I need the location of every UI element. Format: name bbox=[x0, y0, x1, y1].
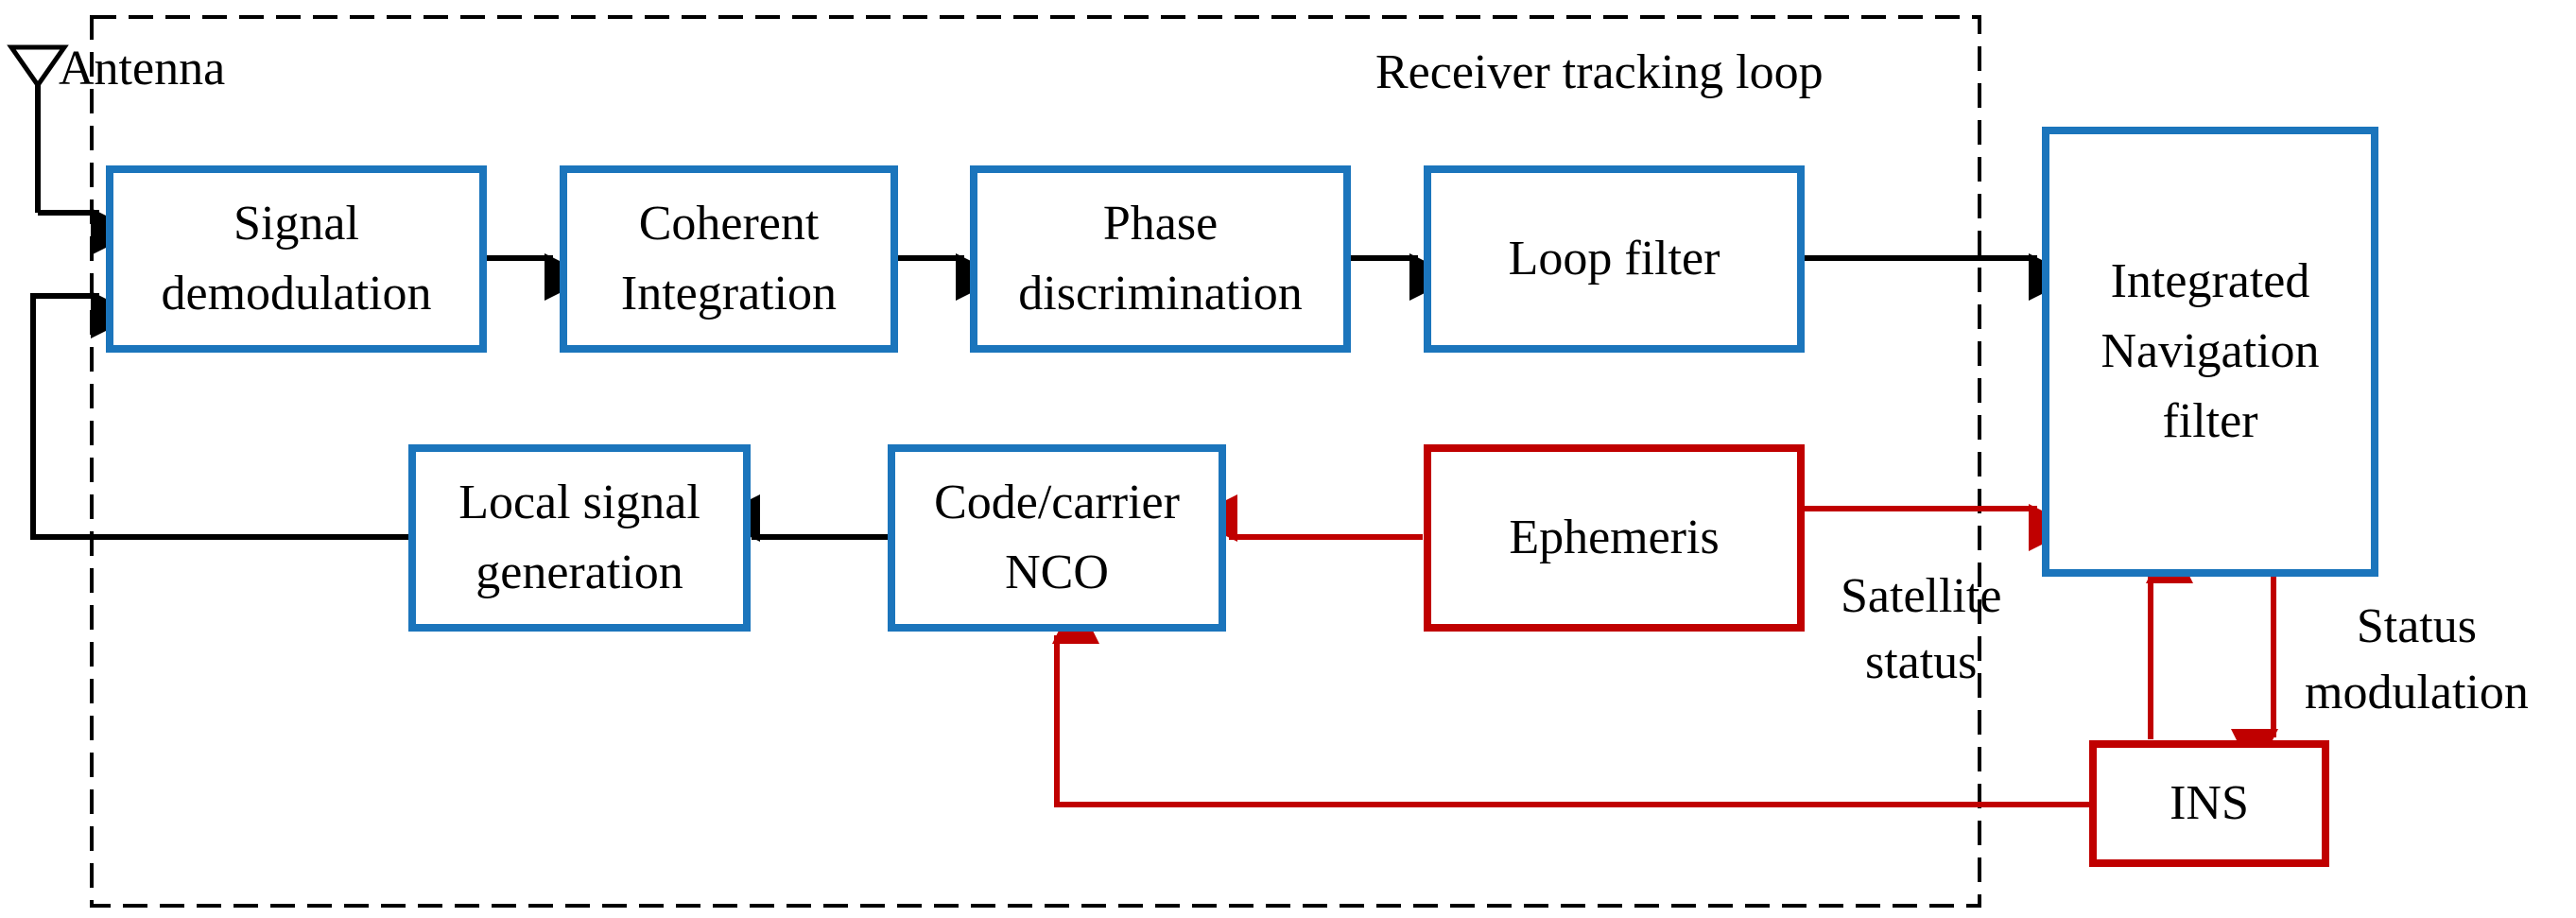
local-signal-generation-block: Local signal generation bbox=[408, 444, 751, 632]
code-carrier-nco-block: Code/carrier NCO bbox=[888, 444, 1226, 632]
status-modulation-label: Status modulation bbox=[2305, 599, 2529, 720]
ins-block: INS bbox=[2089, 740, 2329, 867]
phase-discrimination-block: Phase discrimination bbox=[970, 165, 1351, 353]
signal-demodulation-block: Signal demodulation bbox=[106, 165, 487, 353]
arrow-local-signal-feedback bbox=[30, 291, 411, 540]
receiver-loop-boundary bbox=[90, 15, 1981, 908]
receiver-loop-title: Receiver tracking loop bbox=[1375, 45, 1824, 99]
satellite-status-label: Satellite status bbox=[1841, 569, 2002, 690]
antenna-label: Antenna bbox=[59, 42, 226, 95]
arrow-ins-to-nco bbox=[1052, 597, 2089, 807]
integrated-navigation-filter-block: Integrated Navigation filter bbox=[2042, 127, 2378, 577]
ephemeris-block: Ephemeris bbox=[1424, 444, 1805, 632]
coherent-integration-block: Coherent Integration bbox=[560, 165, 898, 353]
loop-filter-block: Loop filter bbox=[1424, 165, 1805, 353]
antenna-icon bbox=[7, 44, 69, 90]
